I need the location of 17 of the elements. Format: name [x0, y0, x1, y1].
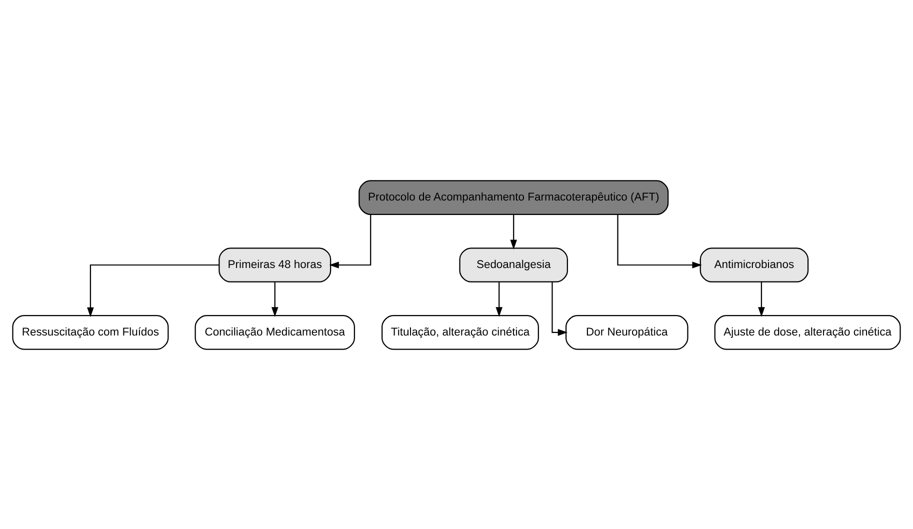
arrow	[496, 282, 502, 316]
arrow	[617, 214, 702, 268]
node-box: Antimicrobianos	[700, 247, 809, 282]
arrow	[510, 214, 518, 249]
arrow	[87, 264, 220, 317]
node-box: Protocolo de Acompanhamento Farmacoterapêutico (AFT)	[358, 180, 669, 214]
node-box: Dor Neuropática	[565, 314, 688, 350]
arrow	[758, 282, 765, 316]
node-box: Ajuste de dose, alteração cinética	[714, 314, 901, 350]
arrow	[329, 214, 372, 268]
node-box: Primeiras 48 horas	[218, 247, 332, 282]
node-box: Titulação, alteração cinética	[382, 314, 539, 350]
node-box: Conciliação Medicamentosa	[194, 314, 356, 350]
arrow	[271, 282, 278, 316]
arrow	[552, 282, 568, 336]
node-box: Ressuscitação com Fluídos	[12, 314, 169, 350]
node-box: Sedoanalgesia	[459, 247, 568, 282]
